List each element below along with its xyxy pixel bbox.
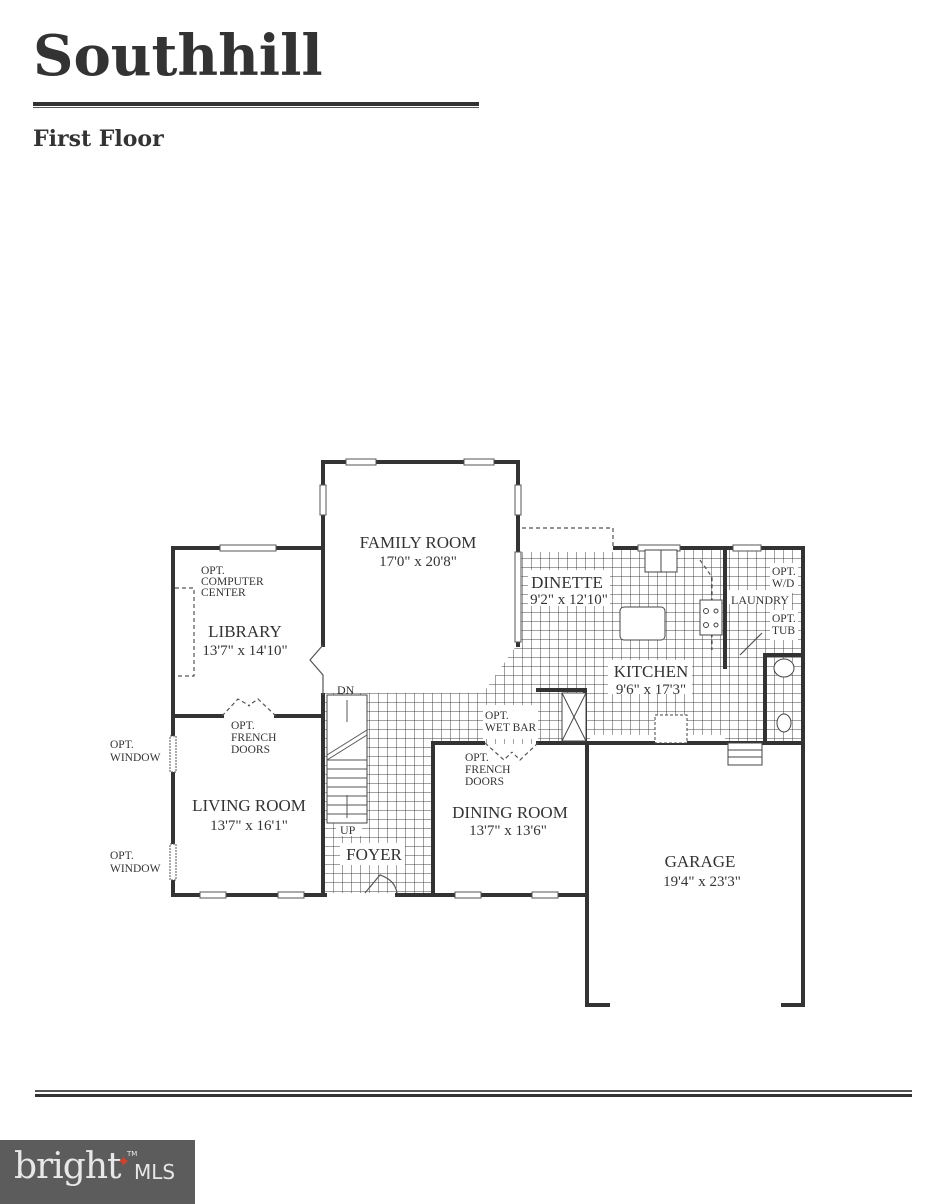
footer-divider-thin — [35, 1090, 912, 1092]
plan-title: Southhill — [33, 23, 323, 89]
dining-french-doors-2: FRENCH — [465, 764, 510, 776]
garage-label: GARAGE — [665, 852, 736, 871]
bright-mls-logo: bright ✦ TM MLS — [0, 1140, 195, 1204]
laundry-label: LAUNDRY — [731, 593, 789, 607]
tub-note-2: TUB — [772, 625, 795, 637]
library-french-doors-1: OPT. — [231, 720, 255, 732]
logo-brand-text: bright — [14, 1146, 121, 1187]
dinette-size: 9'2" x 12'10" — [530, 592, 608, 608]
foyer-label: FOYER — [346, 845, 402, 864]
logo-suffix-text: MLS — [134, 1160, 176, 1184]
floor-subtitle: First Floor — [33, 126, 164, 152]
kitchen-size: 9'6" x 17'3" — [616, 682, 686, 698]
tub-note-1: OPT. — [772, 613, 796, 625]
wd-note-2: W/D — [772, 578, 794, 590]
stairs-down-label: DN — [337, 683, 355, 697]
logo-trademark: TM — [127, 1150, 138, 1158]
kitchen-label: KITCHEN — [614, 662, 689, 681]
library-size: 13'7" x 14'10" — [202, 643, 287, 659]
title-divider — [33, 102, 479, 106]
windows — [169, 458, 762, 899]
computer-center-note-2: COMPUTER — [201, 576, 264, 588]
library-label: LIBRARY — [208, 622, 282, 641]
family-room-label: FAMILY ROOM — [360, 533, 477, 552]
doors — [309, 632, 763, 894]
garage-size: 19'4" x 23'3" — [663, 874, 741, 890]
lower-window-note-2: WINDOW — [110, 863, 161, 875]
library-french-doors-3: DOORS — [231, 744, 270, 756]
title-divider-thin — [33, 107, 479, 108]
stairs-up-label: UP — [340, 823, 356, 837]
dining-french-doors-1: OPT. — [465, 752, 489, 764]
wet-bar-note-2: WET BAR — [485, 722, 537, 734]
footer-divider — [35, 1094, 912, 1097]
upper-window-note-1: OPT. — [110, 739, 134, 751]
upper-window-note-2: WINDOW — [110, 752, 161, 764]
living-room-size: 13'7" x 16'1" — [210, 818, 288, 834]
computer-center-note-3: CENTER — [201, 587, 246, 599]
dinette-label: DINETTE — [531, 573, 603, 592]
living-room-label: LIVING ROOM — [192, 796, 306, 815]
dining-room-size: 13'7" x 13'6" — [469, 823, 547, 839]
walls — [171, 460, 805, 1007]
fixtures — [561, 549, 795, 766]
dining-room-label: DINING ROOM — [452, 803, 568, 822]
library-french-doors-2: FRENCH — [231, 732, 276, 744]
staircase — [326, 694, 368, 824]
lower-window-note-1: OPT. — [110, 850, 134, 862]
wd-note-1: OPT. — [772, 566, 796, 578]
family-room-size: 17'0" x 20'8" — [379, 554, 457, 570]
wet-bar-note-1: OPT. — [485, 710, 509, 722]
dining-french-doors-3: DOORS — [465, 776, 504, 788]
computer-center-note-1: OPT. — [201, 565, 225, 577]
optional-features — [175, 527, 713, 761]
logo-star-icon: ✦ — [117, 1154, 131, 1171]
